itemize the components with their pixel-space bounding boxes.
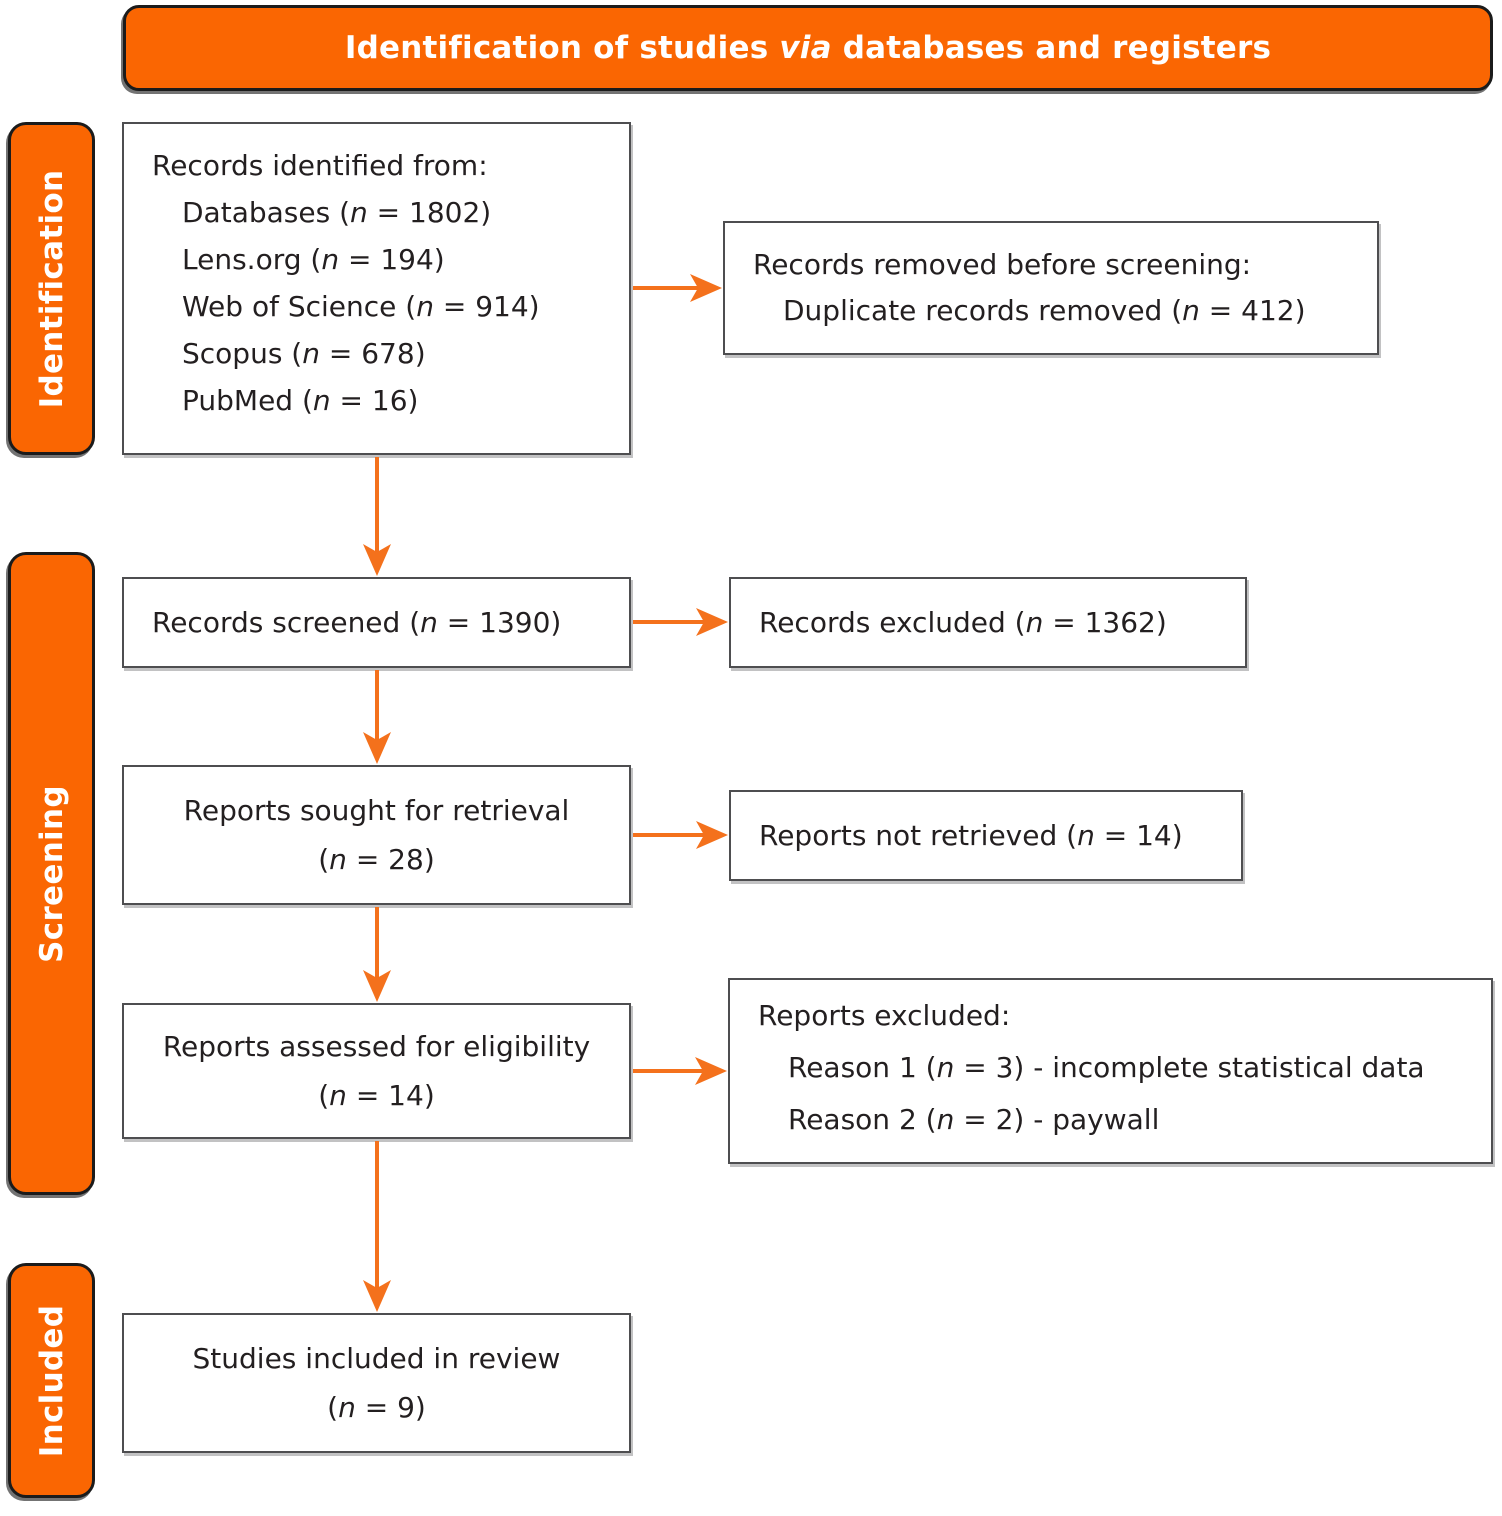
stage-label-identification: Identification <box>33 169 70 408</box>
box-reports-excluded-reason-1: Reason 1 (n = 3) - incomplete statistica… <box>788 1051 1425 1084</box>
box-reports-assessed: Reports assessed for eligibility (n = 14… <box>122 1003 631 1139</box>
banner-title-italic-via: via <box>779 30 832 66</box>
box-records-identified-item-lensorg: Lens.org (n = 194) <box>182 243 445 276</box>
box-studies-included: Studies included in review (n = 9) <box>122 1313 631 1453</box>
box-reports-excluded-title: Reports excluded: <box>758 999 1011 1032</box>
box-records-removed-title: Records removed before screening: <box>753 248 1252 281</box>
box-records-identified-item-pubmed: PubMed (n = 16) <box>182 384 419 417</box>
box-reports-excluded-reason-2: Reason 2 (n = 2) - paywall <box>788 1103 1160 1136</box>
box-reports-assessed-line2: (n = 14) <box>318 1079 435 1112</box>
box-records-excluded: Records excluded (n = 1362) <box>729 577 1247 668</box>
stage-bar-screening: Screening <box>8 552 95 1195</box>
box-records-excluded-line: Records excluded (n = 1362) <box>759 606 1167 639</box>
box-reports-not-retrieved-line: Reports not retrieved (n = 14) <box>759 819 1183 852</box>
box-reports-assessed-line1: Reports assessed for eligibility <box>162 1030 591 1063</box>
box-reports-not-retrieved: Reports not retrieved (n = 14) <box>729 790 1243 881</box>
box-reports-sought: Reports sought for retrieval (n = 28) <box>122 765 631 905</box>
stage-bar-identification: Identification <box>8 122 95 455</box>
header-banner: Identification of studies via databases … <box>123 5 1493 91</box>
box-records-identified-item-databases: Databases (n = 1802) <box>182 196 492 229</box>
box-records-identified-title: Records identified from: <box>152 149 488 182</box>
box-records-identified-item-webofscience: Web of Science (n = 914) <box>182 290 540 323</box>
box-records-screened-line: Records screened (n = 1390) <box>152 606 562 639</box>
banner-title-suffix: databases and registers <box>831 30 1272 66</box>
box-records-removed: Records removed before screening: Duplic… <box>723 221 1379 355</box>
box-records-removed-item-duplicates: Duplicate records removed (n = 412) <box>783 294 1306 327</box>
box-studies-included-line2: (n = 9) <box>327 1391 426 1424</box>
box-records-identified-item-scopus: Scopus (n = 678) <box>182 337 426 370</box>
box-reports-sought-line1: Reports sought for retrieval <box>183 794 570 827</box>
box-records-screened: Records screened (n = 1390) <box>122 577 631 668</box>
banner-title-prefix: Identification of studies <box>344 30 780 66</box>
box-reports-excluded: Reports excluded: Reason 1 (n = 3) - inc… <box>728 978 1493 1164</box>
box-studies-included-line1: Studies included in review <box>192 1342 561 1375</box>
stage-label-included: Included <box>33 1304 70 1457</box>
box-records-identified: Records identified from: Databases (n = … <box>122 122 631 455</box>
banner-title: Identification of studies via databases … <box>345 30 1271 66</box>
stage-bar-included: Included <box>8 1263 95 1498</box>
box-reports-sought-line2: (n = 28) <box>318 843 435 876</box>
stage-label-screening: Screening <box>33 784 70 963</box>
